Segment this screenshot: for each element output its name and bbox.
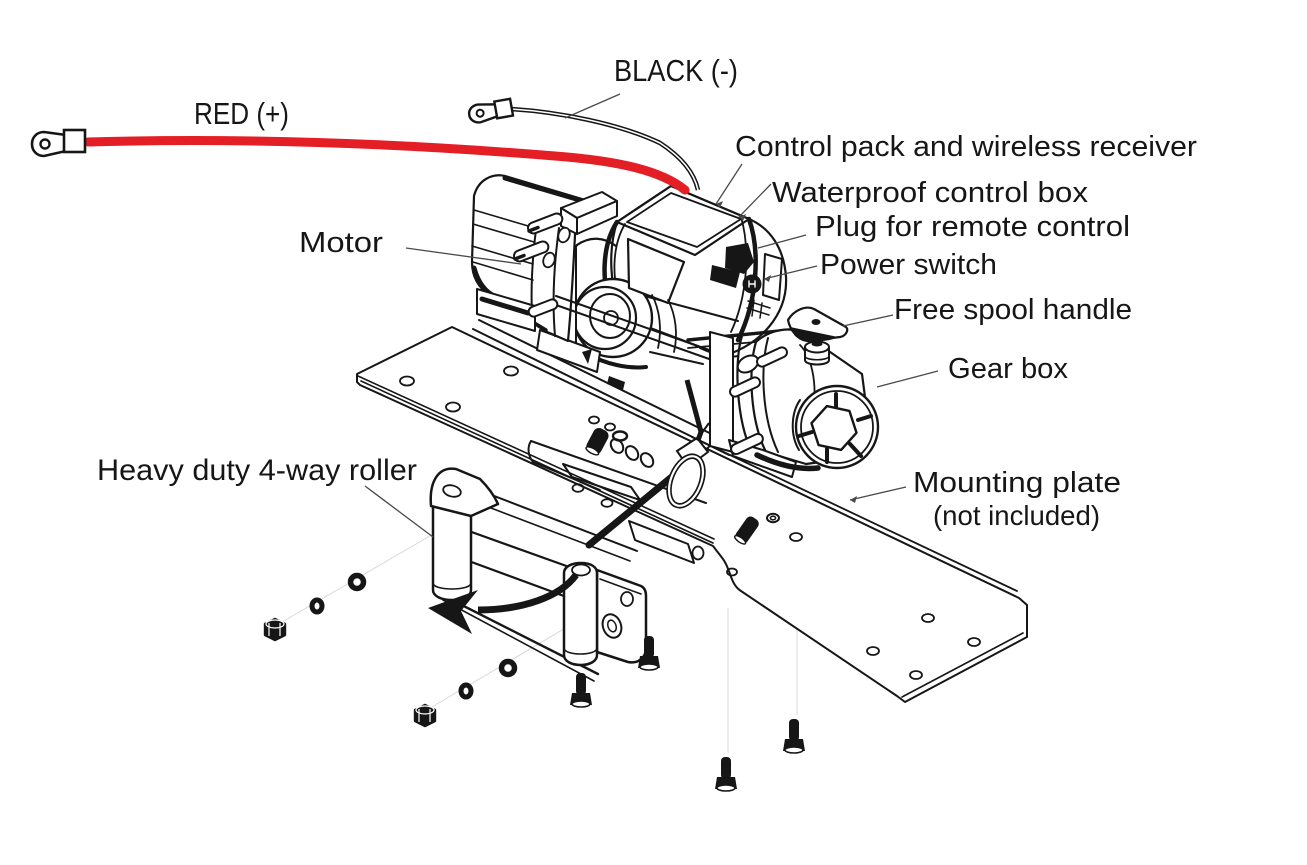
svg-text:Plug for remote control: Plug for remote control bbox=[815, 211, 1130, 243]
svg-text:BLACK (-): BLACK (-) bbox=[614, 53, 738, 88]
svg-text:Power switch: Power switch bbox=[820, 249, 997, 281]
svg-text:Control pack and wireless rece: Control pack and wireless receiver bbox=[735, 131, 1197, 163]
svg-text:Mounting plate: Mounting plate bbox=[913, 467, 1121, 499]
svg-text:Heavy duty 4-way roller: Heavy duty 4-way roller bbox=[97, 454, 417, 487]
svg-text:Waterproof control box: Waterproof control box bbox=[772, 177, 1089, 209]
svg-text:(not included): (not included) bbox=[933, 500, 1100, 531]
svg-text:RED (+): RED (+) bbox=[194, 96, 289, 131]
svg-text:Free spool handle: Free spool handle bbox=[894, 294, 1132, 326]
svg-text:Motor: Motor bbox=[299, 227, 383, 259]
svg-text:Gear box: Gear box bbox=[948, 353, 1068, 385]
